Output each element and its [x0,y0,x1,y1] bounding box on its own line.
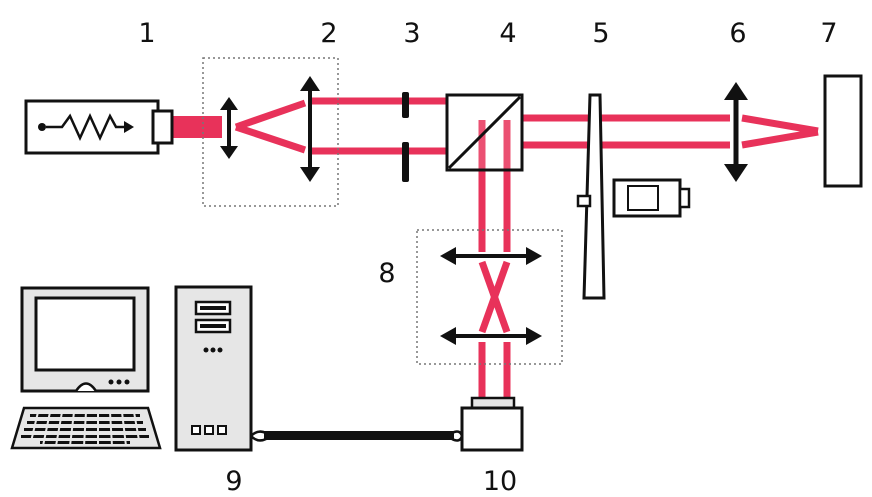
laser-output-beam [172,116,222,138]
monitor-icon [20,286,150,393]
label-5: 5 [592,18,609,49]
beam-expander-icon [202,57,339,207]
aperture-icon [402,92,409,182]
relay-lens-upper [440,247,542,265]
expander-lens-small [220,97,238,159]
laser-beam-paths [172,97,819,398]
focusing-lens-icon [724,82,748,182]
label-4: 4 [499,18,516,49]
component-labels: 1 2 3 4 5 6 7 8 9 10 [138,18,837,497]
label-3: 3 [403,18,420,49]
relay-lens-lower [440,327,542,345]
expander-lens-large [300,76,320,182]
keyboard-icon [10,406,162,450]
tower-icon [174,285,253,452]
sample-plate-icon [823,74,863,188]
label-2: 2 [320,18,337,49]
label-9: 9 [225,466,242,497]
laser-source-icon [24,99,174,155]
beamsplitter-cube-icon [445,93,524,172]
label-1: 1 [138,18,155,49]
label-8: 8 [378,258,395,289]
computer-icon [10,285,253,452]
wedge-actuator-icon [576,178,691,218]
camera-icon [460,396,524,452]
relay-lens-pair-icon [416,229,563,365]
label-6: 6 [729,18,746,49]
label-10: 10 [483,466,517,497]
data-cable [250,430,464,442]
label-7: 7 [820,18,837,49]
optical-wedge-icon [582,93,606,300]
